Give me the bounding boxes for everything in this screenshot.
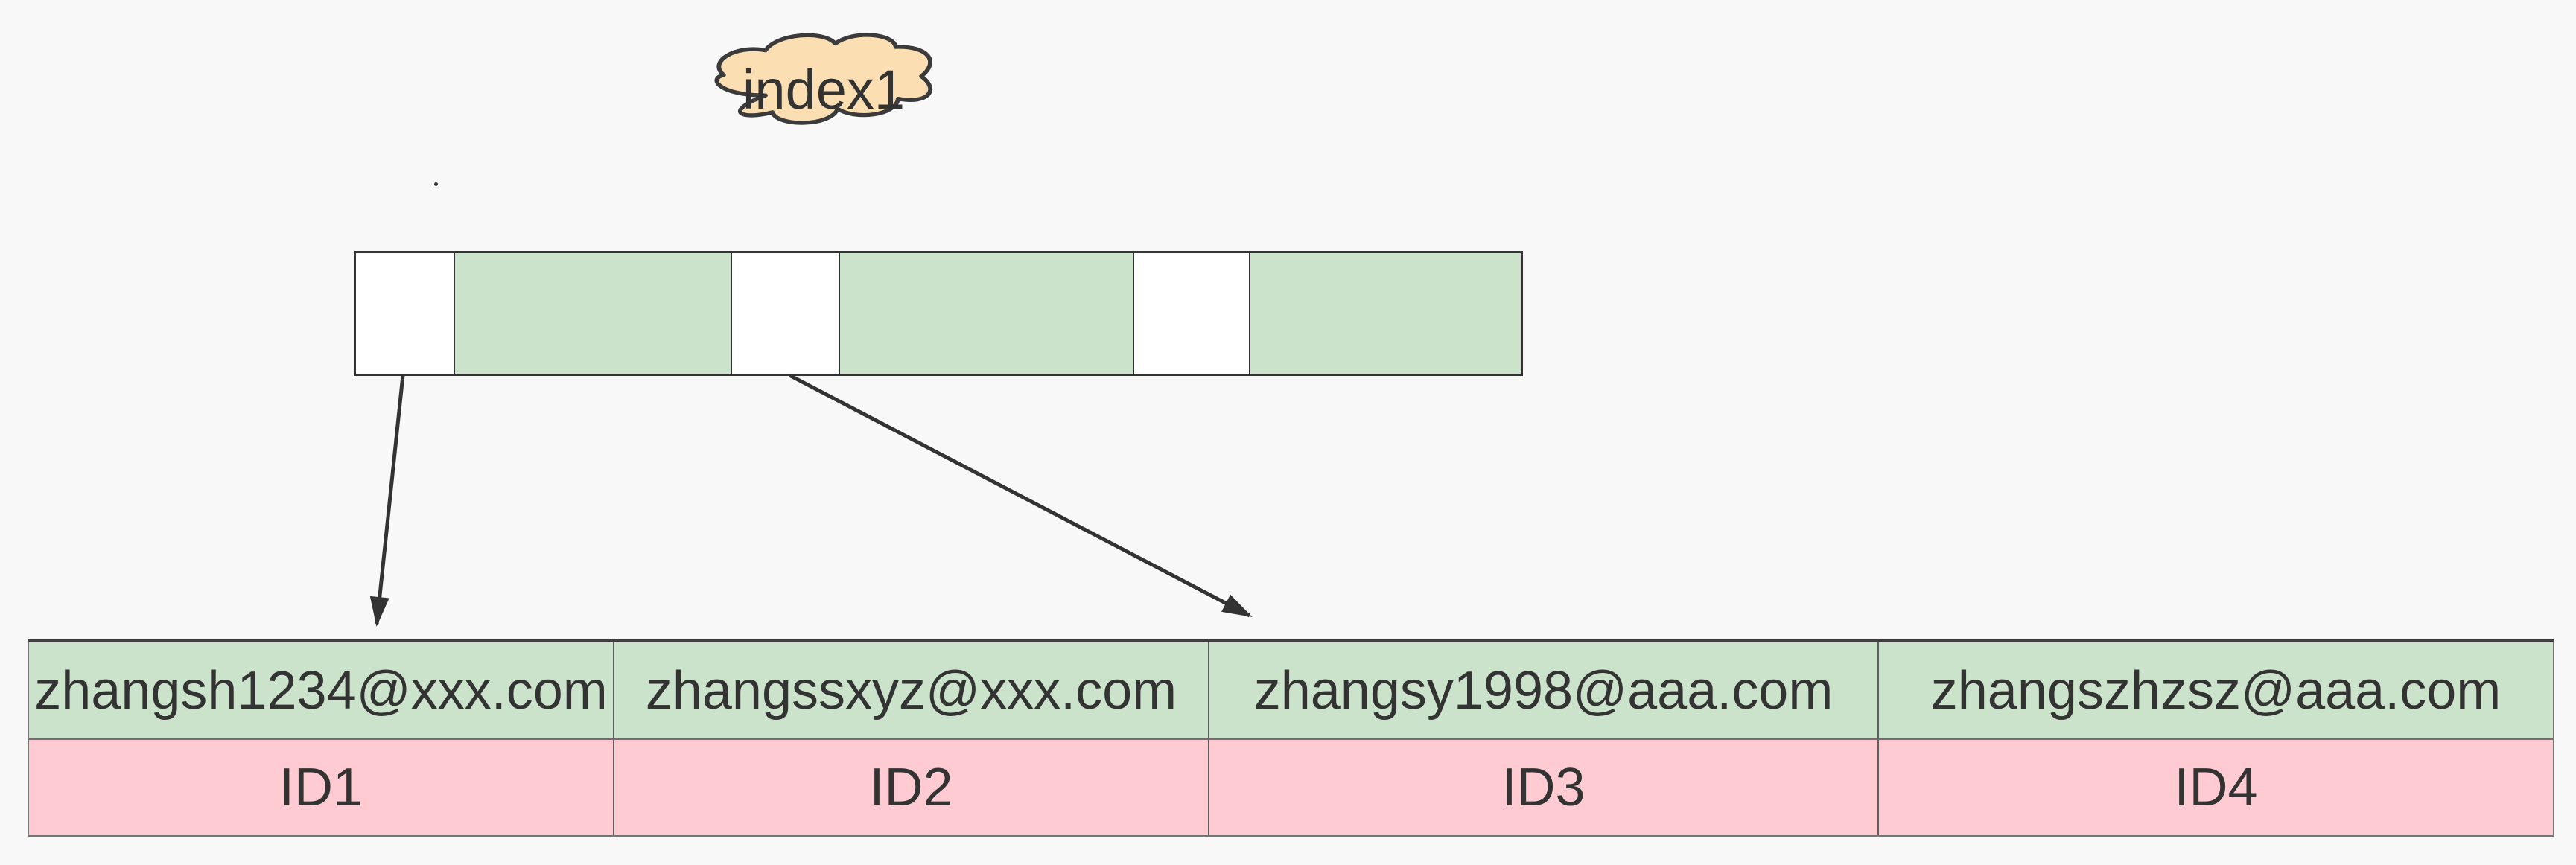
id-cell-4: ID4 [1879,740,2553,835]
pointer-arrow-1 [369,374,405,627]
pointer-arrow-2 [788,373,1253,618]
cloud-outline [714,33,933,125]
id-cell-3: ID3 [1209,740,1879,835]
cloud-label: index1 [742,58,906,121]
index-bar-segment-filled-1 [455,253,732,374]
email-cell-4: zhangszhzsz@aaa.com [1879,642,2553,740]
stray-dot [434,182,438,186]
id-cell-1: ID1 [29,740,614,835]
index-bar [354,251,1523,376]
index-bar-segment-filled-3 [840,253,1134,374]
index-bar-segment-filled-5 [1250,253,1521,374]
email-cell-1: zhangsh1234@xxx.com [29,642,614,740]
index-bar-segment-empty-0 [356,253,455,374]
email-cell-2: zhangssxyz@xxx.com [614,642,1209,740]
id-cell-2: ID2 [614,740,1209,835]
index-cloud: index1 [704,24,944,144]
email-cell-3: zhangsy1998@aaa.com [1209,642,1879,740]
cloud-icon [714,33,933,125]
index-bar-segment-empty-2 [732,253,840,374]
index-bar-segment-empty-4 [1134,253,1250,374]
